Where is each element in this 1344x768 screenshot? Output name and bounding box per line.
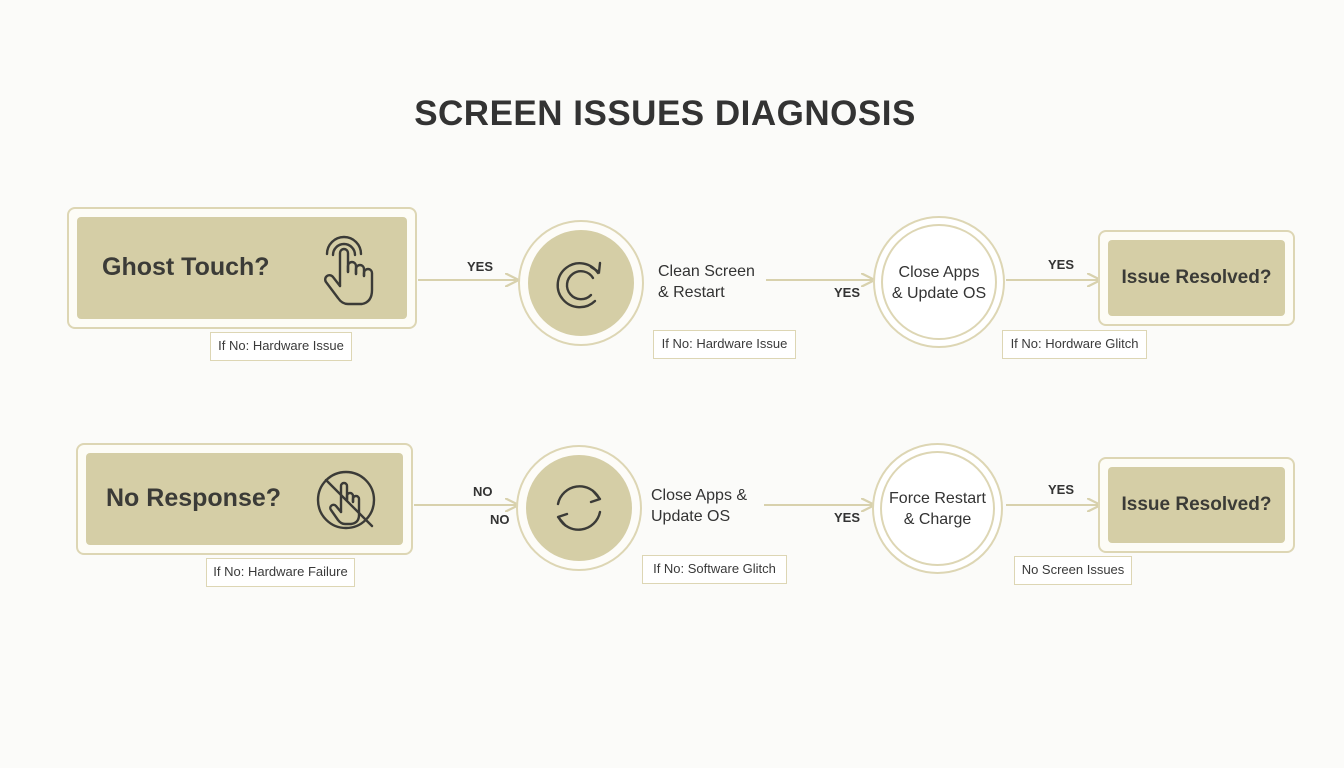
row2-ring-line2: & Charge: [903, 511, 972, 528]
row1-label-yes-2: YES: [834, 285, 861, 300]
page-title: SCREEN ISSUES DIAGNOSIS: [414, 94, 916, 133]
row2-ring-inner: [880, 451, 995, 566]
row1-ring-inner: [881, 224, 997, 340]
row2-step-fill: [526, 455, 632, 561]
row2-ring-line1: Force Restart: [889, 490, 986, 507]
row1-question-text: Ghost Touch?: [102, 253, 270, 281]
no-touch-icon: [316, 470, 376, 530]
row2-step-text: Close Apps & Update OS: [651, 485, 747, 527]
row2-note-3: No Screen Issues: [1014, 556, 1132, 585]
row1-step-line2: & Restart: [658, 284, 725, 301]
row2-label-no-1: NO: [473, 484, 493, 499]
row2-step-line1: Close Apps &: [651, 487, 748, 504]
refresh-circle-icon: [556, 261, 602, 309]
row1-step-text: Clean Screen & Restart: [658, 261, 755, 303]
row1-note-2: If No: Hardware Issue: [653, 330, 796, 359]
row2-question-text: No Response?: [106, 484, 282, 512]
row1-label-yes-3: YES: [1048, 257, 1075, 272]
row1-result-fill: [1108, 240, 1285, 316]
row2-question-fill: [86, 453, 403, 545]
row1-ring-line1: Close Apps: [898, 264, 980, 281]
row2-step-line2: Update OS: [651, 508, 731, 525]
row1-note-1: If No: Hardware Issue: [210, 332, 352, 361]
row1-step-line1: Clean Screen: [658, 263, 755, 280]
sync-arrows-icon: [556, 485, 602, 531]
row2-note-2: If No: Software Glitch: [642, 555, 787, 584]
row2-result-fill: [1108, 467, 1285, 543]
row1-ring-line2: & Update OS: [891, 285, 987, 302]
row2-label-yes-3: YES: [1048, 482, 1075, 497]
row1-label-yes-1: YES: [467, 259, 494, 274]
row1-question-fill: [77, 217, 407, 319]
row1-note-3: If No: Hordware Glitch: [1002, 330, 1147, 359]
row2-label-no-2: NO: [490, 512, 510, 527]
row2-ring-text: Force Restart & Charge: [872, 488, 1003, 530]
row1-ring-text: Close Apps & Update OS: [873, 262, 1005, 304]
row2-result-text: Issue Resolved?: [1121, 494, 1272, 515]
row1-result-text: Issue Resolved?: [1121, 267, 1272, 288]
row2-note-1: If No: Hardware Failure: [206, 558, 355, 587]
touch-hand-icon: [324, 235, 374, 306]
row1-step-fill: [528, 230, 634, 336]
row2-label-yes-2: YES: [834, 510, 861, 525]
